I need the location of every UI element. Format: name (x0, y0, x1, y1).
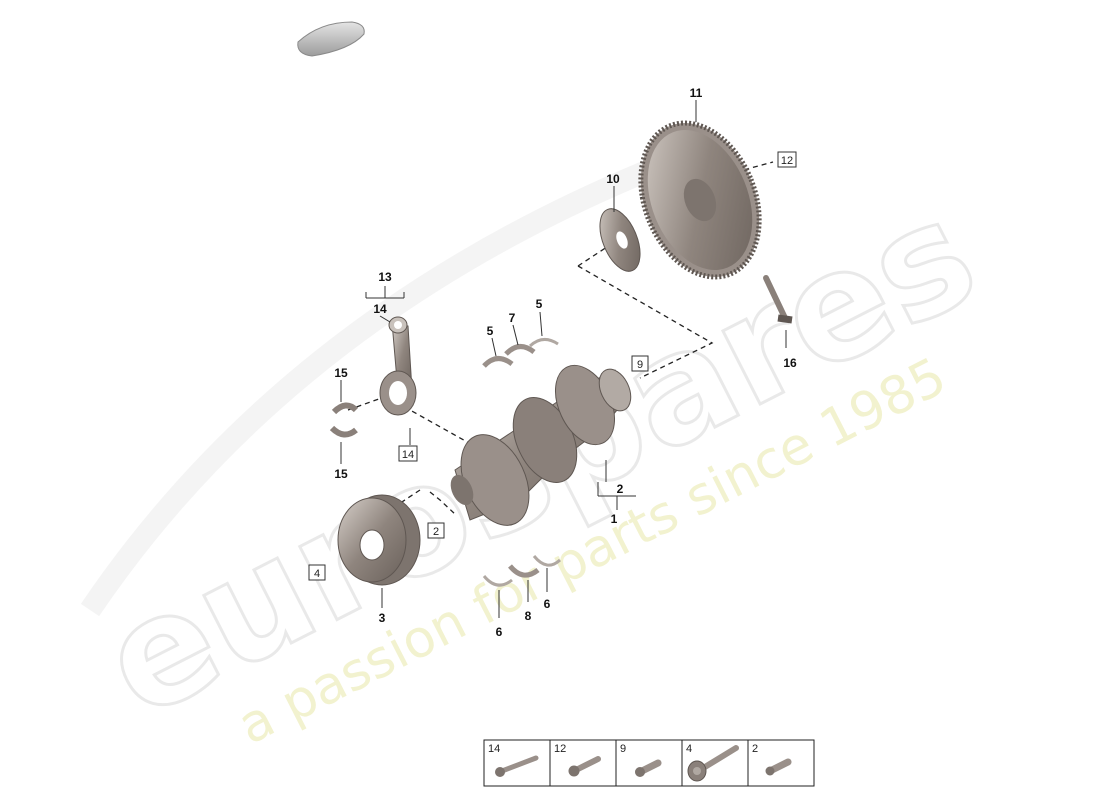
boxed-ref-14: 14 (402, 449, 414, 461)
callout-6-right: 6 (544, 597, 551, 611)
bolt-icon (495, 755, 539, 777)
callout-10: 10 (606, 172, 620, 186)
callout-5-right: 5 (536, 297, 543, 311)
callout-5-left: 5 (487, 324, 494, 338)
boxed-ref-2: 2 (433, 526, 439, 538)
callout-11: 11 (690, 86, 703, 100)
main-bearing-shells-upper (482, 338, 559, 368)
bolt-icon (765, 758, 792, 776)
drive-plate-part (599, 208, 641, 272)
callout-7: 7 (509, 311, 516, 325)
bolt-with-washer-icon (687, 745, 739, 782)
callout-2: 2 (617, 482, 624, 496)
bolt-icon (568, 756, 601, 777)
flywheel-bolt-part (763, 275, 793, 324)
legend-ref-12: 12 (554, 743, 566, 755)
callout-14: 14 (373, 302, 387, 316)
legend-ref-14: 14 (488, 743, 500, 755)
legend-ref-4: 4 (686, 743, 692, 755)
callout-13: 13 (378, 270, 392, 284)
leader-lines (340, 100, 787, 618)
car-silhouette-icon (297, 21, 365, 57)
boxed-ref-9: 9 (637, 359, 643, 371)
flywheel-part (638, 120, 762, 280)
boxed-refs: 12 9 14 2 4 (308, 151, 797, 581)
boxed-ref-4: 4 (314, 568, 320, 580)
callout-3: 3 (379, 611, 386, 625)
callout-15-top: 15 (334, 366, 348, 380)
callout-15-bottom: 15 (334, 467, 348, 481)
crankshaft-part (450, 364, 632, 526)
legend-ref-9: 9 (620, 743, 626, 755)
boxed-ref-12: 12 (781, 155, 793, 167)
main-bearing-shells-lower (482, 555, 562, 587)
callout-8: 8 (525, 609, 532, 623)
connecting-rod-part (379, 316, 417, 416)
fastener-legend: 14 12 9 4 2 (483, 739, 815, 787)
vibration-damper-part (337, 494, 421, 586)
rod-bearing-part (329, 402, 359, 438)
callout-16: 16 (783, 356, 797, 370)
callout-6-left: 6 (496, 625, 503, 639)
legend-ref-2: 2 (752, 743, 758, 755)
callouts: 11 10 16 13 14 15 15 5 7 5 2 1 3 6 8 6 (334, 86, 797, 639)
callout-1: 1 (611, 512, 618, 526)
bolt-icon (635, 759, 662, 777)
